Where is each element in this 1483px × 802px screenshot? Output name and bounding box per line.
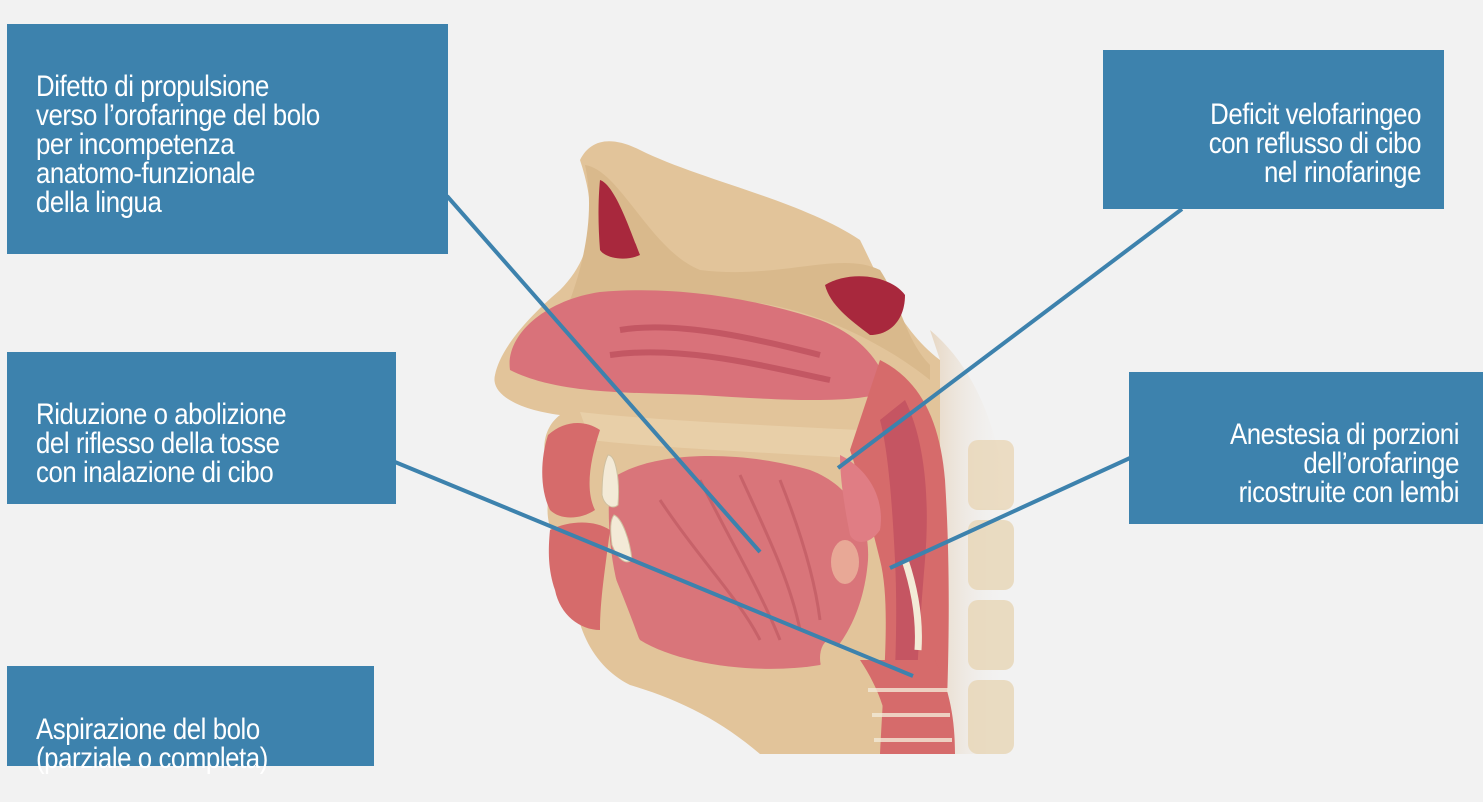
label-oropharynx-anesthesia: Anestesia di porzioni dell’orofaringe ri…	[1129, 372, 1483, 524]
label-text-lingua: Difetto di propulsione verso l’orofaring…	[36, 72, 390, 217]
label-text-tosse: Riduzione o abolizione del riflesso dell…	[36, 400, 346, 487]
label-bolus-aspiration: Aspirazione del bolo (parziale o complet…	[7, 666, 374, 766]
tonsil	[831, 540, 859, 584]
label-velopharyngeal-deficit: Deficit velofaringeo con reflusso di cib…	[1103, 50, 1444, 209]
label-cough-reflex: Riduzione o abolizione del riflesso dell…	[7, 352, 396, 504]
label-text-anestesia: Anestesia di porzioni dell’orofaringe ri…	[1175, 420, 1459, 507]
label-text-aspirazione: Aspirazione del bolo (parziale o complet…	[36, 715, 327, 773]
label-text-velo: Deficit velofaringeo con reflusso di cib…	[1148, 100, 1421, 187]
label-tongue-propulsion-deficit: Difetto di propulsione verso l’orofaring…	[7, 24, 448, 254]
tongue	[609, 456, 868, 669]
